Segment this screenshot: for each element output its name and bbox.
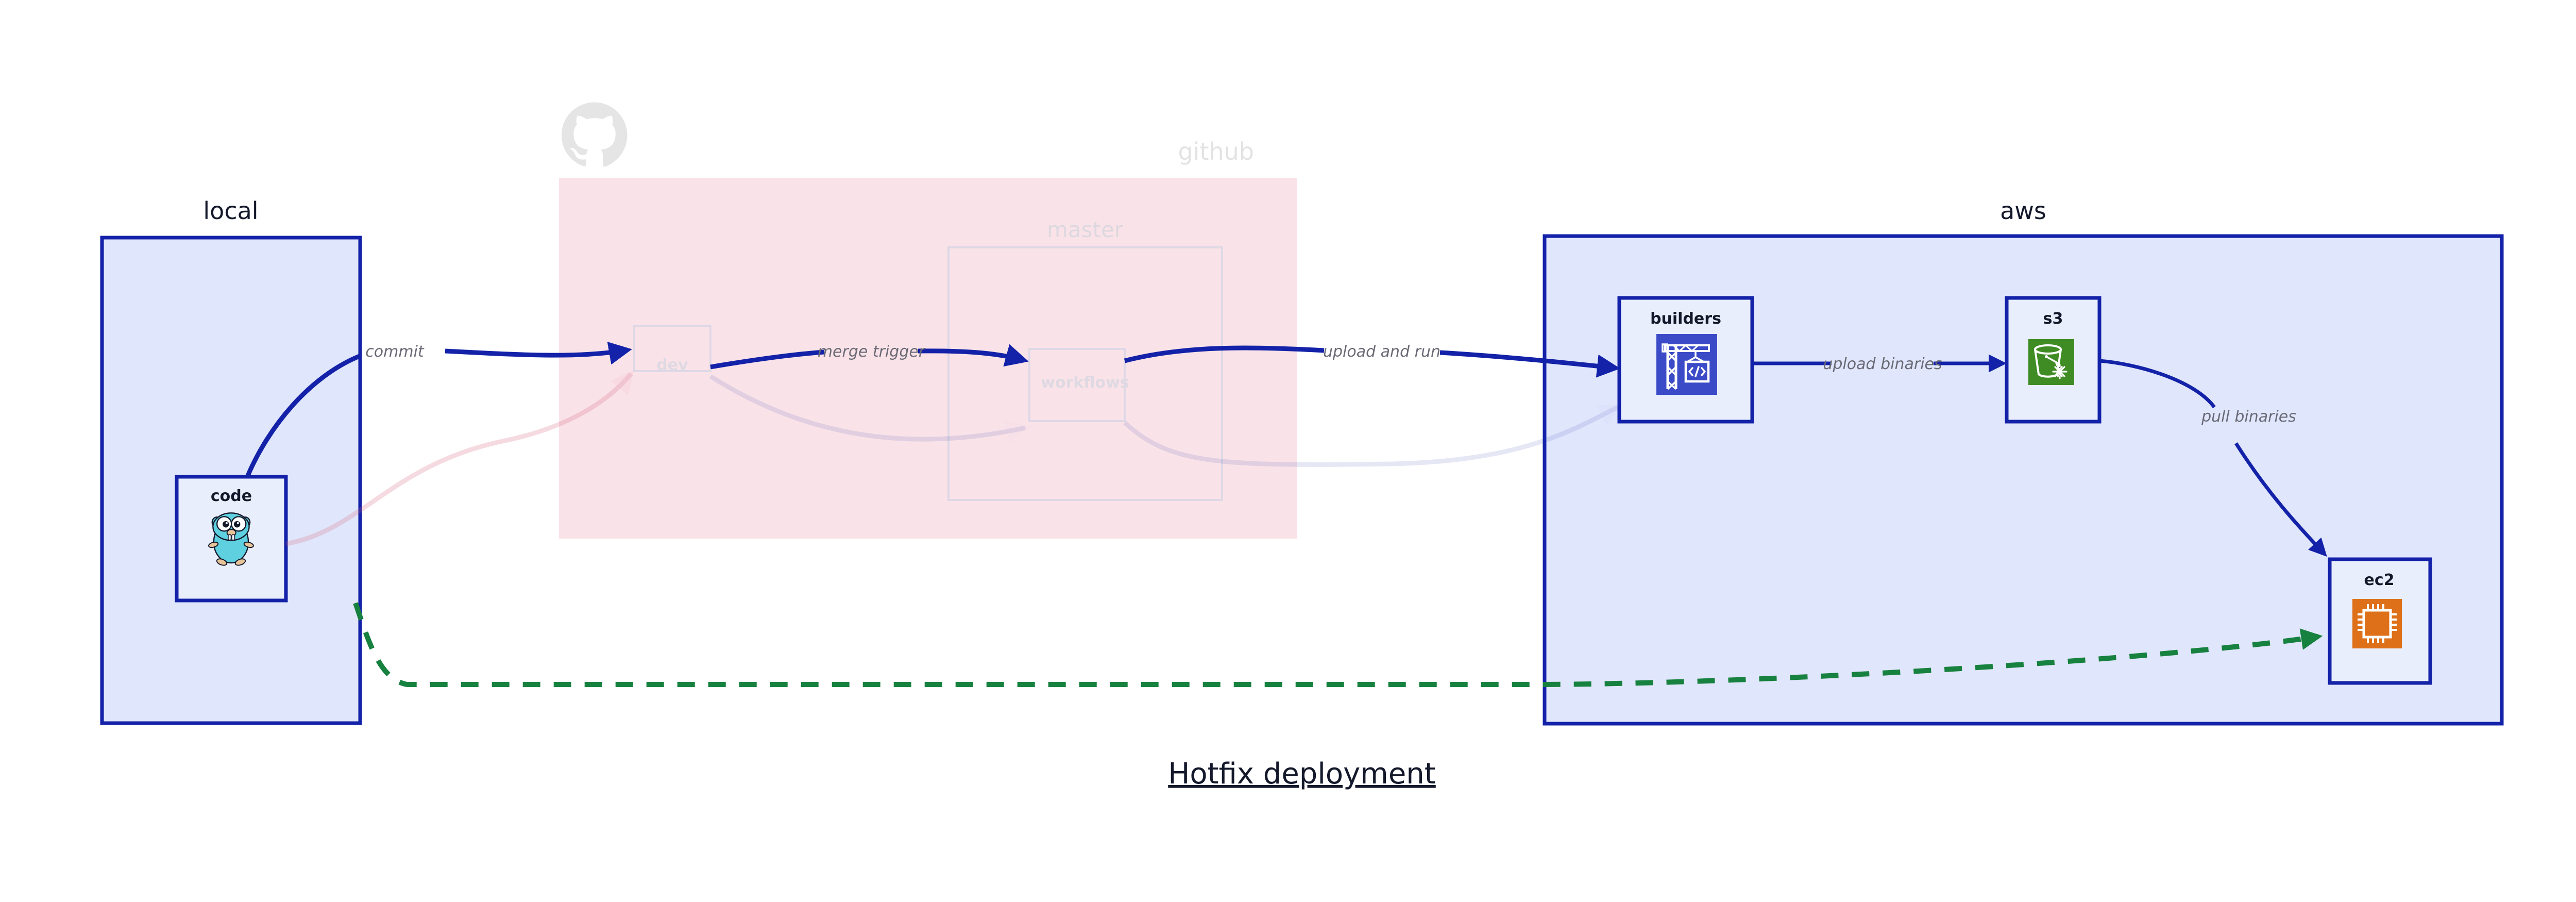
edge-label-upload-binaries: upload binaries: [1823, 355, 1942, 373]
ghost-edges: [285, 370, 1622, 546]
master-group-box: [947, 246, 1223, 501]
s3-node-label: s3: [2043, 310, 2063, 328]
ghost-edge-dev-workflows: [709, 374, 1030, 443]
workflows-node-label: workflows: [1041, 374, 1129, 392]
edge-workflows-builders-right: [1439, 350, 1620, 378]
group-github: github master dev workflows: [559, 102, 1297, 539]
solid-edges: commit merge trigger upload and run uplo…: [245, 341, 2327, 687]
group-local: local code: [100, 197, 362, 725]
page-title: Hotfix deployment: [1168, 757, 1436, 791]
node-ec2[interactable]: ec2: [2328, 557, 2432, 685]
aws-group-label: aws: [2000, 197, 2046, 225]
edge-label-merge-trigger: merge trigger: [818, 343, 926, 361]
edge-label-upload-and-run: upload and run: [1323, 343, 1440, 361]
edge-label-pull-binaries: pull binaries: [2201, 408, 2296, 426]
group-aws: aws builders: [1543, 197, 2504, 726]
group-master: master: [947, 217, 1223, 501]
workflows-node-box[interactable]: [1028, 348, 1126, 422]
edge-s3-ec2-upper: [2099, 359, 2216, 409]
s3-bucket-glacier-icon: [2028, 339, 2074, 385]
local-group-label: local: [203, 197, 258, 225]
edge-code-dev-right: [445, 341, 632, 365]
edge-s3-ec2-lower: [2234, 442, 2327, 557]
go-gopher-icon: [208, 512, 254, 566]
node-dev[interactable]: dev: [633, 325, 711, 374]
edge-dev-workflows-right: [918, 344, 1029, 367]
node-workflows[interactable]: workflows: [1028, 348, 1129, 422]
github-group-label: github: [1178, 138, 1254, 165]
node-builders[interactable]: builders: [1617, 296, 1754, 424]
edge-workflows-builders-left: [1124, 345, 1325, 363]
code-node-label: code: [211, 487, 252, 505]
edge-code-dev-left: [245, 353, 362, 478]
dev-node-box[interactable]: [633, 325, 711, 372]
edge-dev-workflows-left: [710, 349, 825, 370]
edge-code-ec2-hotfix: [353, 602, 2323, 687]
ec2-node-label: ec2: [2364, 571, 2394, 589]
ghost-edge-workflows-builders: [1123, 405, 1622, 467]
cpu-chip-icon: [2352, 599, 2402, 648]
crane-code-icon: [1656, 334, 1717, 395]
node-s3[interactable]: s3: [2005, 296, 2102, 424]
master-group-label: master: [1047, 217, 1124, 242]
dev-node-label: dev: [656, 356, 688, 374]
builders-node-label: builders: [1650, 310, 1721, 328]
github-octocat-icon: [561, 102, 628, 167]
edge-label-commit: commit: [365, 343, 425, 361]
node-code[interactable]: code: [175, 475, 288, 603]
ghost-edge-code-dev: [285, 370, 634, 546]
